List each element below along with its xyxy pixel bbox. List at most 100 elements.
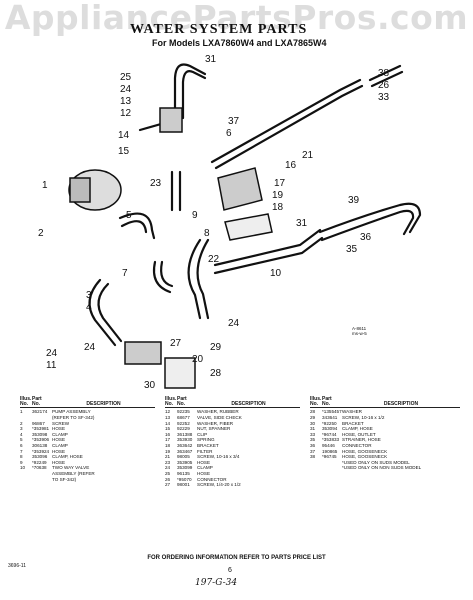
- item-number: 25: [165, 470, 171, 476]
- item-number: [20, 477, 32, 483]
- callout-9: 9: [192, 210, 198, 221]
- item-number: [310, 465, 322, 471]
- callout-15: 15: [118, 146, 130, 157]
- part-number: 363467: [177, 448, 193, 454]
- part-number: *353981: [32, 426, 50, 432]
- callout-28: 28: [210, 368, 222, 379]
- part-description: HOSE: [197, 459, 211, 465]
- callout-31: 31: [296, 218, 308, 229]
- part-description: PUMP ASSEMBLY: [52, 409, 91, 415]
- part-number: 362174: [32, 409, 48, 415]
- item-number: 19: [165, 448, 171, 454]
- callout-7: 7: [122, 268, 128, 279]
- part-description: HOSE, GOOSENECK: [342, 454, 388, 460]
- part-number: [322, 465, 342, 471]
- hose-outlet: [210, 78, 362, 164]
- callout-37: 37: [228, 116, 240, 127]
- item-number: 36: [310, 442, 316, 448]
- hose-gooseneck: [368, 64, 402, 82]
- callout-4: 4: [86, 302, 92, 313]
- item-number: 26: [165, 476, 171, 482]
- item-number: 38: [310, 454, 316, 460]
- item-number: 28: [310, 409, 316, 415]
- part-number: 68677: [177, 415, 190, 420]
- item-number: 2: [20, 420, 23, 426]
- part-description: HOSE: [197, 470, 211, 476]
- item-number: 12: [165, 409, 171, 415]
- hose-3: [88, 278, 117, 347]
- part-description: WASHER, RUBBER: [197, 409, 239, 415]
- item-number: 14: [165, 420, 171, 426]
- callout-29: 29: [210, 342, 222, 353]
- table-row: (REFER TO SF-342): [20, 415, 155, 421]
- hose-7: [152, 260, 172, 294]
- diagram-title: WATER SYSTEM PARTS: [130, 22, 308, 37]
- item-number: 23: [165, 459, 171, 465]
- part-number: 361388: [177, 431, 193, 437]
- callout-5: 5: [126, 210, 132, 221]
- part-number: 92252: [177, 420, 190, 426]
- part-number: *1355457: [322, 409, 342, 415]
- part-description: SCREW, 10-16 x 3/4: [197, 454, 240, 460]
- part-number: 353099: [177, 465, 193, 471]
- part-description: STRAINER, HOSE: [342, 437, 381, 443]
- document-code: 3696-11: [8, 563, 26, 569]
- callout-3: 3: [86, 290, 92, 301]
- hose-39: [318, 202, 422, 234]
- ref-line: A-8611: [352, 326, 367, 331]
- item-number: 10: [20, 465, 26, 471]
- callout-36: 36: [360, 232, 372, 243]
- callout-35: 35: [346, 244, 358, 255]
- part-description: CLAMP: [197, 465, 213, 471]
- callout-1: 1: [42, 180, 48, 191]
- part-description: FILTER: [197, 448, 213, 454]
- item-number: 13: [165, 415, 171, 420]
- part-description: TO SF-342): [52, 476, 77, 482]
- table-row: 24 353099 CLAMP: [165, 465, 300, 471]
- item-number: 27: [165, 482, 171, 488]
- hose-25-inner: [181, 70, 207, 120]
- callout-22: 22: [208, 254, 220, 265]
- part-description: CLAMP, HOSE: [52, 454, 83, 460]
- callout-24: 24: [228, 318, 240, 329]
- table-row: TO SF-342): [20, 477, 155, 483]
- part-description: WASHER: [342, 409, 362, 415]
- item-number: 1: [20, 409, 23, 415]
- part-number: *353906: [32, 437, 50, 443]
- item-number: 16: [165, 431, 171, 437]
- table-row: *USED ONLY ON SUDS MODEL: [310, 460, 460, 466]
- callout-30: 30: [144, 380, 156, 391]
- item-number: 37: [310, 448, 316, 454]
- hose-25: [173, 63, 207, 120]
- callout-11: 11: [46, 360, 57, 371]
- item-number: 9: [20, 459, 23, 465]
- part-description: *USED ONLY ON SUDS MODEL: [342, 459, 410, 465]
- part-description: BRACKET: [197, 442, 219, 448]
- item-number: 24: [165, 465, 171, 471]
- callout-31: 31: [205, 54, 217, 65]
- hose-outlet-inner: [214, 84, 364, 170]
- part-number: 95446: [322, 442, 335, 448]
- callout-33: 33: [378, 92, 390, 103]
- part-number: 353098: [32, 431, 48, 437]
- part-description: HOSE: [52, 426, 66, 432]
- part-description: HOSE: [52, 437, 66, 443]
